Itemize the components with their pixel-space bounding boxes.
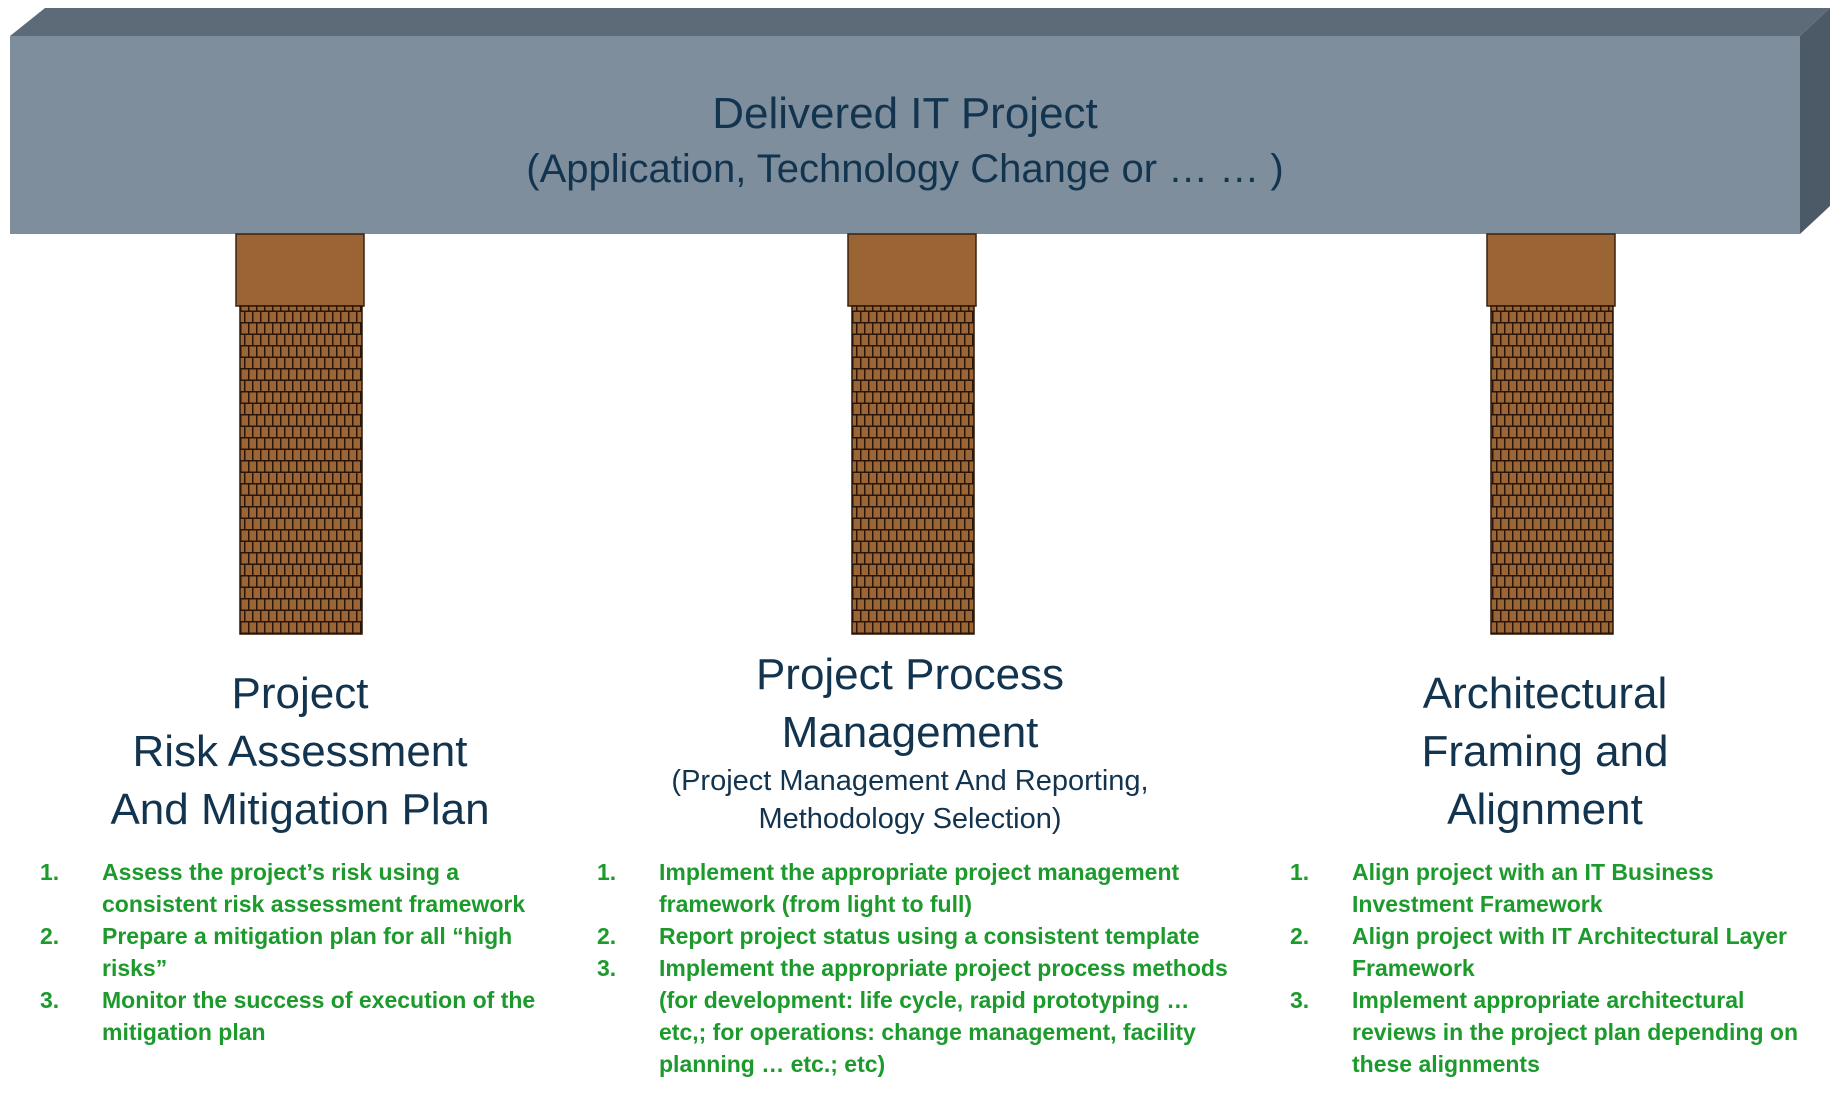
step-number: 2. [1290,923,1310,949]
pillar-cap [847,233,977,307]
step-text: Prepare a mitigation plan for all “high … [102,923,513,981]
title-line: Project [231,669,369,718]
list-item: 1. Implement the appropriate project man… [597,856,1237,920]
step-number: 2. [40,923,60,949]
pillar-brick-column [1490,305,1614,635]
subtitle-line: Methodology Selection) [758,803,1062,835]
beam-side-face [1800,8,1830,234]
step-number: 1. [597,859,617,885]
title-line: Framing and [1421,727,1669,776]
beam-top-face [10,8,1830,36]
list-item: 2. Report project status using a consist… [597,920,1237,952]
title-line: And Mitigation Plan [110,785,490,834]
title-line: Management [781,708,1039,757]
step-number: 3. [1290,987,1310,1013]
beam-title: Delivered IT Project [712,89,1098,138]
pillar-brick-column [851,305,975,635]
step-text: Assess the project’s risk using a consis… [102,859,526,917]
process-steps-list: 1. Implement the appropriate project man… [597,856,1237,1080]
step-number: 2. [597,923,617,949]
beam-front-face [10,36,1800,234]
step-number: 3. [597,955,617,981]
title-line: Risk Assessment [132,727,468,776]
risk-steps-list: 1. Assess the project’s risk using a con… [40,856,570,1048]
step-number: 1. [1290,859,1310,885]
list-item: 1. Align project with an IT Business Inv… [1290,856,1820,920]
pillar-title-risk: Project Risk Assessment And Mitigation P… [40,665,560,839]
pillar-title-architecture: Architectural Framing and Alignment [1280,665,1810,839]
pillar-subtitle-process: (Project Management And Reporting, Metho… [615,762,1205,838]
list-item: 1. Assess the project’s risk using a con… [40,856,570,920]
pillar-process-management [847,233,977,635]
step-text: Monitor the success of execution of the … [102,987,536,1045]
pillar-cap [1486,233,1616,307]
list-item: 3. Monitor the success of execution of t… [40,984,570,1048]
beam-subtitle: (Application, Technology Change or … … ) [526,147,1284,191]
list-item: 2. Align project with IT Architectural L… [1290,920,1820,984]
step-number: 1. [40,859,60,885]
pillar-risk-assessment [235,233,365,635]
step-text: Align project with an IT Business Invest… [1352,859,1714,917]
step-text: Implement appropriate architectural revi… [1352,987,1799,1077]
list-item: 3. Implement the appropriate project pro… [597,952,1237,1080]
pillar-brick-column [239,305,363,635]
title-line: Alignment [1447,785,1643,834]
project-beam [10,8,1830,234]
step-text: Report project status using a consistent… [659,923,1200,949]
step-text: Implement the appropriate project proces… [659,955,1228,1077]
step-text: Align project with IT Architectural Laye… [1352,923,1787,981]
pillar-architectural-framing [1486,233,1616,635]
title-line: Architectural [1422,669,1668,718]
step-text: Implement the appropriate project manage… [659,859,1180,917]
subtitle-line: (Project Management And Reporting, [671,765,1149,797]
list-item: 3. Implement appropriate architectural r… [1290,984,1820,1080]
pillar-cap [235,233,365,307]
title-line: Project Process [755,650,1065,699]
step-number: 3. [40,987,60,1013]
architecture-steps-list: 1. Align project with an IT Business Inv… [1290,856,1820,1080]
pillar-title-process: Project Process Management [615,646,1205,762]
list-item: 2. Prepare a mitigation plan for all “hi… [40,920,570,984]
